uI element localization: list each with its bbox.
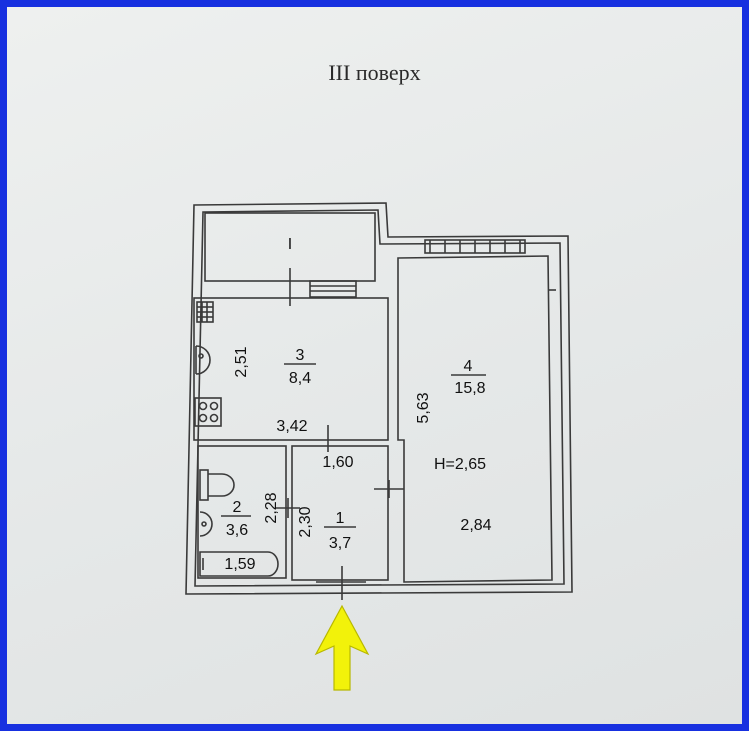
living-area: 15,8 [454,380,485,397]
hall-height: 2,30 [297,506,314,537]
bathroom-number: 2 [233,499,242,516]
living-width: 2,84 [460,517,491,534]
bathroom-area: 3,6 [226,522,248,539]
hall-width: 1,60 [322,454,353,471]
living-ceiling: H=2,65 [434,456,486,473]
toilet-icon [199,469,235,501]
bathroom-outline [197,445,287,579]
living-outline [397,255,553,583]
bathroom-height: 2,28 [263,492,280,523]
living-number: 4 [464,358,473,375]
floor-title: III поверх [328,60,421,85]
kitchen-width: 3,42 [276,418,307,435]
kitchen-height: 2,51 [233,346,250,377]
kitchen-number: 3 [296,347,305,364]
bathroom-width: 1,59 [224,556,255,573]
kitchen-outline [193,297,389,441]
radiator-icon [196,301,214,323]
stove-icon [194,397,222,427]
entrance-arrow-icon [314,604,370,691]
bathtub-icon [199,551,279,577]
outer-wall-inner [194,209,565,587]
plan-paper [7,7,742,724]
sink-icon [195,345,211,375]
kitchen-window [309,280,357,298]
outer-wall [185,202,573,595]
living-height: 5,63 [415,392,432,423]
hall-number: 1 [336,510,345,527]
hall-outline [291,445,389,581]
kitchen-area: 8,4 [289,370,311,387]
balcony-number: I [288,236,292,253]
washbasin-icon [199,511,213,537]
hall-area: 3,7 [329,535,351,552]
